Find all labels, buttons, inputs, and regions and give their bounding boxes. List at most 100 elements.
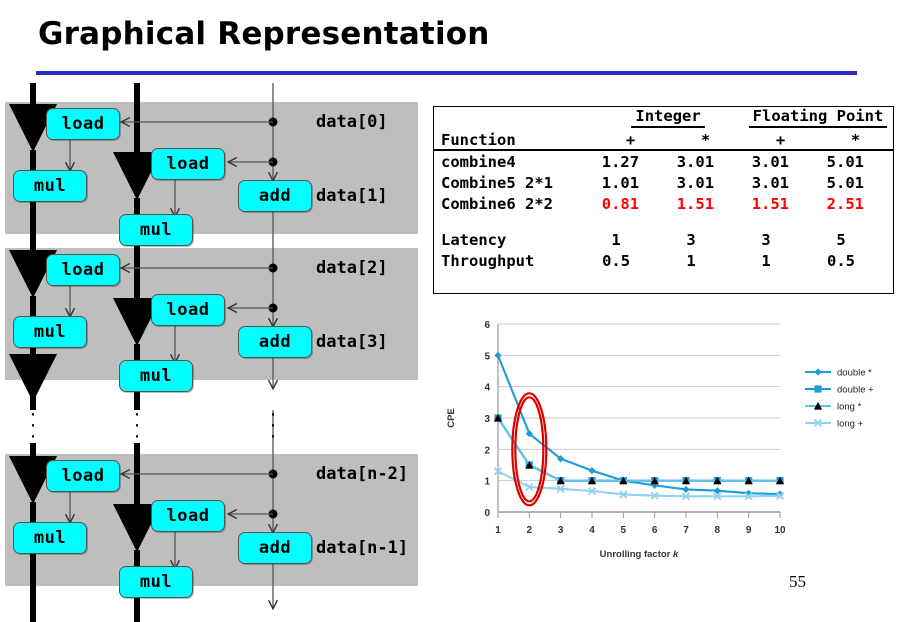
cell-value: 1.27 [601, 152, 640, 171]
x-tick-label: 3 [558, 525, 564, 536]
x-tick-label: 10 [774, 525, 786, 536]
x-tick-label: 1 [495, 525, 501, 536]
series-long- [493, 467, 785, 501]
x-tick-label: 6 [652, 525, 658, 536]
table-corner-label: Function [434, 128, 594, 151]
data-label: data[2] [316, 258, 388, 278]
group-header-integer: Integer [631, 107, 705, 128]
node-load[interactable]: load [151, 294, 225, 326]
legend-item: long * [805, 402, 862, 413]
annotation-ellipse [511, 392, 548, 507]
y-tick-label: 3 [484, 414, 490, 425]
performance-table: Integer Floating Point Function + * + * … [433, 106, 894, 294]
y-tick-label: 6 [484, 320, 490, 331]
legend-item: double * [805, 368, 872, 379]
y-tick-label: 5 [484, 351, 490, 362]
legend-label: double + [837, 385, 874, 396]
y-tick-label: 1 [484, 477, 490, 488]
cell-value: 3.01 [676, 152, 715, 171]
op-header: * [668, 128, 744, 151]
dataflow-diagram: load mul load mul add data[0] data[1] lo… [0, 83, 430, 622]
cell-value: 1.51 [676, 194, 715, 213]
node-load[interactable]: load [151, 148, 225, 180]
node-load[interactable]: load [46, 254, 120, 286]
x-tick-label: 5 [621, 525, 627, 536]
page-title: Graphical Representation [38, 16, 490, 52]
node-add[interactable]: add [238, 532, 312, 564]
data-label: data[3] [316, 332, 388, 352]
data-label: data[n-2] [316, 464, 409, 484]
cell-value: 0.5 [602, 251, 631, 270]
node-add[interactable]: add [238, 326, 312, 358]
row-label: Latency [441, 230, 507, 249]
table-op-header-row: Function + * + * [434, 128, 893, 151]
node-mul[interactable]: mul [119, 566, 193, 598]
table-group-header-row: Integer Floating Point [434, 107, 893, 128]
cell-value: 2.51 [826, 194, 864, 213]
group-header-floating-point: Floating Point [748, 107, 888, 128]
table-row: Latency 1 3 3 5 [434, 229, 893, 250]
table-row: Combine5 2*1 1.01 3.01 3.01 5.01 [434, 172, 893, 193]
cell-value: 1.51 [751, 194, 790, 213]
row-label: Combine5 2*1 [441, 173, 553, 192]
cell-value: 5.01 [826, 173, 864, 192]
row-label: combine4 [441, 152, 516, 171]
cell-value: 1 [761, 251, 771, 270]
cell-value: 3.01 [751, 152, 790, 171]
table-row: Throughput 0.5 1 1 0.5 [434, 250, 893, 271]
row-label: Combine6 2*2 [441, 194, 553, 213]
node-load[interactable]: load [46, 460, 120, 492]
legend-label: double * [837, 368, 872, 379]
cell-value: 5 [836, 230, 846, 249]
table-spacer [434, 214, 893, 229]
series-double- [494, 351, 784, 498]
cell-value: 1 [611, 230, 621, 249]
op-header: + [593, 128, 669, 151]
ellipsis-dots: ··· [29, 404, 37, 448]
cell-value: 5.01 [826, 152, 864, 171]
data-label: data[0] [316, 112, 388, 132]
node-mul[interactable]: mul [119, 360, 193, 392]
cell-value: 3.01 [751, 173, 790, 192]
legend-label: long * [837, 402, 862, 413]
row-label: Throughput [441, 251, 535, 270]
ellipsis-dots: ··· [269, 404, 277, 448]
table-row-highlighted: Combine6 2*2 0.81 1.51 1.51 2.51 [434, 193, 893, 214]
node-add[interactable]: add [238, 180, 312, 212]
data-label: data[n-1] [316, 538, 409, 558]
x-axis-label: Unrolling factor k [600, 549, 679, 560]
op-header: * [817, 128, 893, 151]
node-mul[interactable]: mul [119, 214, 193, 246]
title-divider [36, 71, 857, 75]
x-tick-label: 8 [715, 525, 721, 536]
node-load[interactable]: load [46, 108, 120, 140]
y-tick-label: 4 [484, 383, 490, 394]
node-mul[interactable]: mul [13, 170, 87, 202]
y-tick-label: 2 [484, 445, 490, 456]
node-mul[interactable]: mul [13, 522, 87, 554]
cell-value: 0.81 [601, 194, 640, 213]
ellipsis-dots: ··· [133, 404, 141, 448]
x-tick-label: 4 [589, 525, 595, 536]
node-load[interactable]: load [151, 500, 225, 532]
table-row: combine4 1.27 3.01 3.01 5.01 [434, 150, 893, 172]
node-mul[interactable]: mul [13, 316, 87, 348]
y-tick-label: 0 [484, 508, 490, 519]
x-tick-label: 2 [527, 525, 533, 536]
legend-label: long + [837, 419, 864, 430]
cell-value: 3 [761, 230, 771, 249]
y-axis-label: CPE [446, 408, 457, 428]
cell-value: 1 [686, 251, 696, 270]
x-tick-label: 9 [746, 525, 752, 536]
legend-item: long + [805, 419, 864, 430]
cell-value: 3.01 [676, 173, 715, 192]
page-number: 55 [789, 572, 806, 591]
data-label: data[1] [316, 186, 388, 206]
legend-item: double + [805, 385, 874, 396]
cell-value: 0.5 [826, 251, 855, 270]
op-header: + [743, 128, 818, 151]
cell-value: 3 [686, 230, 696, 249]
x-tick-label: 7 [683, 525, 689, 536]
